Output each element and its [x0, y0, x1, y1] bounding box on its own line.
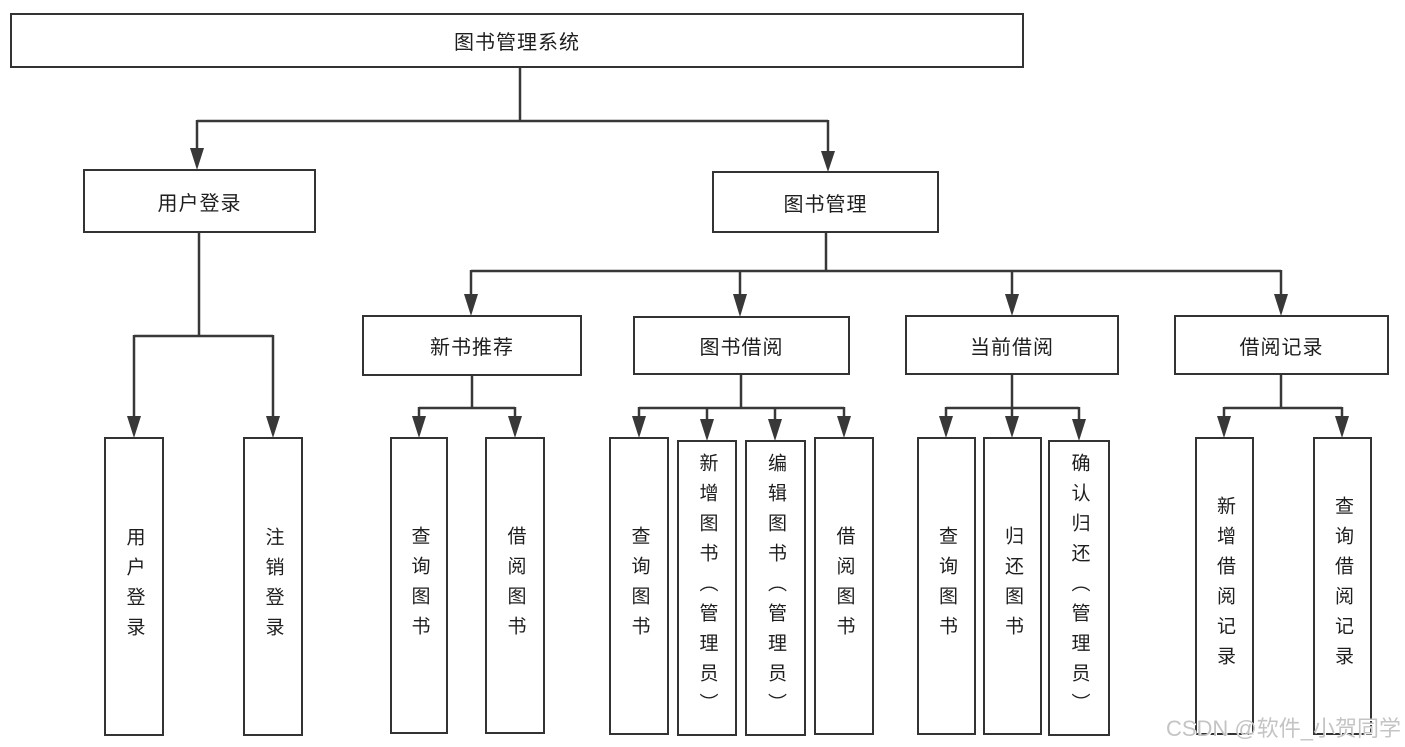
node-root-label: 图书管理系统: [454, 32, 580, 54]
leaf-borrow-borrow-books-label: 借阅图书: [833, 526, 855, 646]
leaf-recommend-query-books: 查询图书: [390, 437, 448, 734]
leaf-query-borrow-record-label: 查询借阅记录: [1332, 496, 1353, 676]
leaf-borrow-query-books-label: 查询图书: [628, 526, 650, 646]
leaf-query-borrow-record: 查询借阅记录: [1313, 437, 1372, 735]
node-root: 图书管理系统: [10, 13, 1024, 68]
node-book-management: 图书管理: [712, 171, 939, 233]
node-borrow-records: 借阅记录: [1174, 315, 1389, 375]
leaf-recommend-query-books-label: 查询图书: [408, 525, 430, 646]
node-user-login-label: 用户登录: [157, 192, 242, 215]
leaf-return-books: 归还图书: [983, 437, 1042, 735]
leaf-current-query-books-label: 查询图书: [936, 526, 957, 646]
node-book-management-label: 图书管理: [783, 193, 868, 216]
leaf-edit-book-admin: 编辑图书（管理员）: [745, 440, 806, 736]
leaf-confirm-return-admin: 确认归还（管理员）: [1048, 440, 1110, 736]
leaf-add-book-admin-label: 新增图书（管理员）: [696, 453, 718, 723]
leaf-user-login: 用户登录: [104, 437, 164, 736]
node-new-book-recommend: 新书推荐: [362, 315, 582, 376]
leaf-recommend-borrow-books: 借阅图书: [485, 437, 545, 734]
leaf-logout: 注销登录: [243, 437, 303, 736]
node-book-borrow-label: 图书借阅: [699, 337, 784, 359]
leaf-add-borrow-record-label: 新增借阅记录: [1214, 496, 1235, 676]
leaf-add-borrow-record: 新增借阅记录: [1195, 437, 1254, 735]
node-current-borrow: 当前借阅: [905, 315, 1119, 375]
leaf-return-books-label: 归还图书: [1002, 526, 1023, 646]
leaf-borrow-borrow-books: 借阅图书: [814, 437, 874, 735]
node-current-borrow-label: 当前借阅: [970, 336, 1054, 359]
node-user-login: 用户登录: [83, 169, 316, 233]
leaf-add-book-admin: 新增图书（管理员）: [677, 440, 737, 736]
leaf-edit-book-admin-label: 编辑图书（管理员）: [765, 453, 786, 723]
leaf-current-query-books: 查询图书: [917, 437, 976, 735]
leaf-borrow-query-books: 查询图书: [609, 437, 669, 735]
node-book-borrow: 图书借阅: [633, 316, 850, 375]
node-new-book-recommend-label: 新书推荐: [430, 337, 514, 359]
leaf-confirm-return-admin-label: 确认归还（管理员）: [1068, 453, 1090, 723]
leaf-user-login-label: 用户登录: [123, 526, 145, 647]
watermark: CSDN @软件_小贺同学: [1165, 716, 1401, 741]
leaf-logout-label: 注销登录: [262, 526, 284, 647]
leaf-recommend-borrow-books-label: 借阅图书: [504, 525, 526, 646]
node-borrow-records-label: 借阅记录: [1239, 336, 1324, 359]
